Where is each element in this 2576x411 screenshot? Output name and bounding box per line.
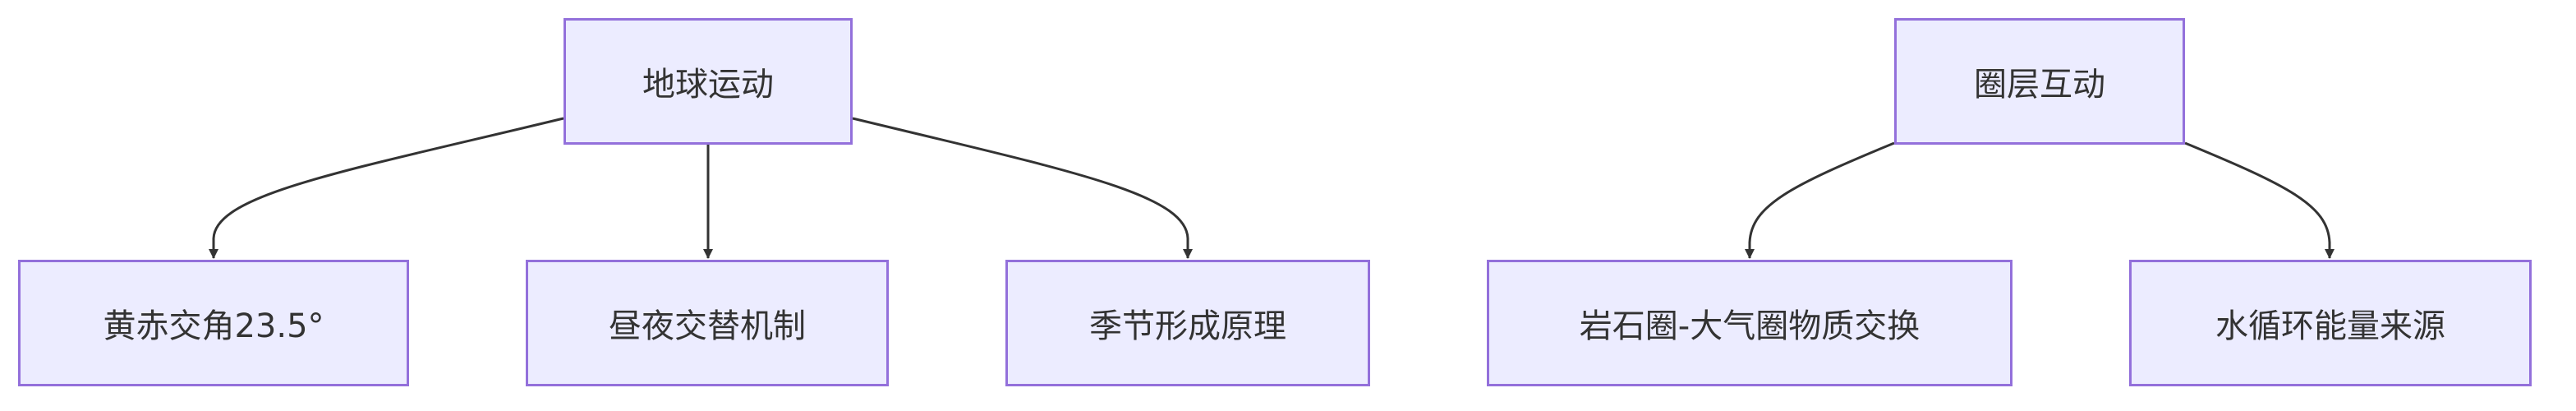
edge-sphere-to-water-cycle <box>2184 141 2334 259</box>
node-label: 昼夜交替机制 <box>609 307 806 345</box>
node-label: 水循环能量来源 <box>2215 307 2445 345</box>
node-ecliptic[interactable]: 黄赤交角23.5° <box>18 260 409 386</box>
node-water-cycle[interactable]: 水循环能量来源 <box>2129 260 2532 386</box>
node-label: 圈层互动 <box>1974 66 2105 104</box>
node-seasons[interactable]: 季节形成原理 <box>1005 260 1370 386</box>
node-day-night[interactable]: 昼夜交替机制 <box>526 260 889 386</box>
edge-earth-motion-to-seasons <box>852 117 1193 259</box>
edge-earth-motion-to-ecliptic <box>209 117 564 259</box>
edge-sphere-to-litho-atmo <box>1745 141 1895 259</box>
node-litho-atmo[interactable]: 岩石圈-大气圈物质交换 <box>1487 260 2012 386</box>
node-label: 地球运动 <box>642 66 774 104</box>
node-label: 季节形成原理 <box>1089 307 1286 345</box>
node-sphere-interaction[interactable]: 圈层互动 <box>1894 18 2185 145</box>
node-earth-motion[interactable]: 地球运动 <box>564 18 853 145</box>
node-label: 黄赤交角23.5° <box>103 307 324 345</box>
node-label: 岩石圈-大气圈物质交换 <box>1579 307 1920 345</box>
